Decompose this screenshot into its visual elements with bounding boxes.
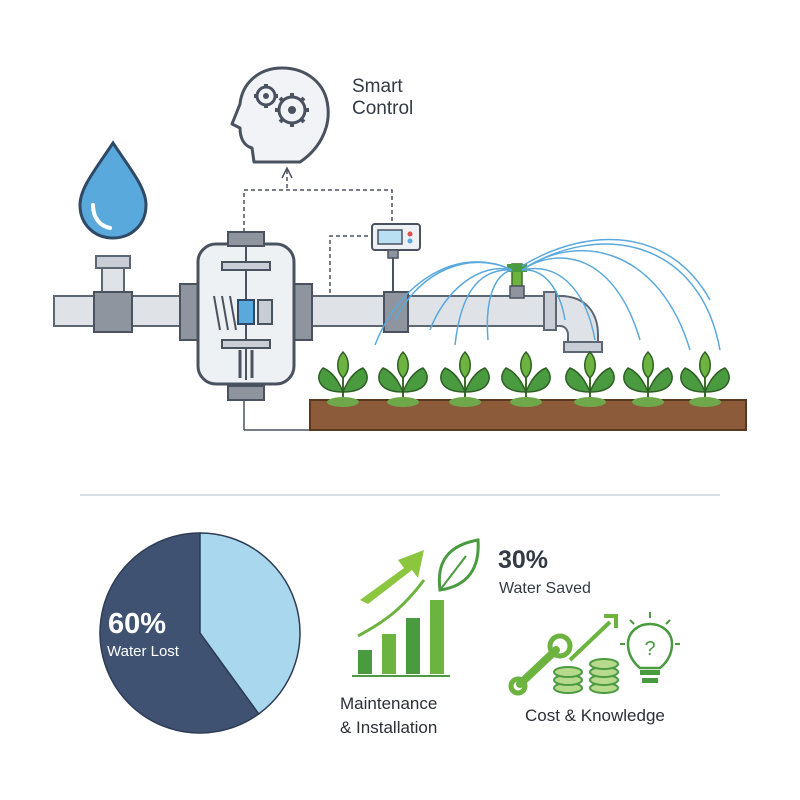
pie-chart	[99, 532, 301, 734]
pipe	[53, 291, 603, 353]
pump-valve-unit	[179, 231, 313, 431]
cost-label: Cost & Knowledge	[525, 706, 665, 725]
brain-gears-icon	[230, 66, 330, 164]
saved-percent: 30%	[498, 546, 549, 574]
plant-icon	[680, 350, 730, 407]
water-drop-icon	[78, 140, 148, 240]
smart-control-label: Smart Control	[352, 76, 462, 120]
plant-icon	[623, 350, 673, 407]
wrench-icon	[508, 633, 573, 696]
pie-slice-2	[199, 532, 301, 715]
section-divider	[80, 494, 720, 496]
maintenance-line2: & Installation	[340, 718, 438, 737]
plant-icon	[318, 350, 368, 407]
inlet-valve	[93, 255, 133, 333]
maintenance-line1: Maintenance	[340, 694, 438, 713]
lost-percent: 60%	[108, 608, 167, 640]
smart-control-line1: Smart	[352, 76, 403, 97]
sprinkler-icon	[507, 263, 527, 299]
growth-chart-icon	[352, 550, 450, 677]
coins-icon	[553, 658, 619, 694]
svg-text:?: ?	[644, 638, 655, 660]
maintenance-label: Maintenance & Installation	[340, 692, 437, 740]
lightbulb-icon: ?	[620, 612, 680, 683]
controller-icon	[371, 223, 421, 333]
lost-label: Water Lost	[107, 643, 179, 660]
plant-icon	[565, 350, 615, 407]
growth-arrow-icon	[568, 620, 612, 662]
leaf-icon	[437, 538, 480, 592]
saved-label: Water Saved	[499, 580, 591, 597]
water-spray	[374, 238, 721, 351]
plant-icon	[501, 350, 551, 407]
plants	[318, 350, 730, 407]
plant-icon	[440, 350, 490, 407]
smart-control-line2: Control	[352, 98, 414, 119]
plant-icon	[378, 350, 428, 407]
pie-slice-1	[99, 532, 260, 734]
